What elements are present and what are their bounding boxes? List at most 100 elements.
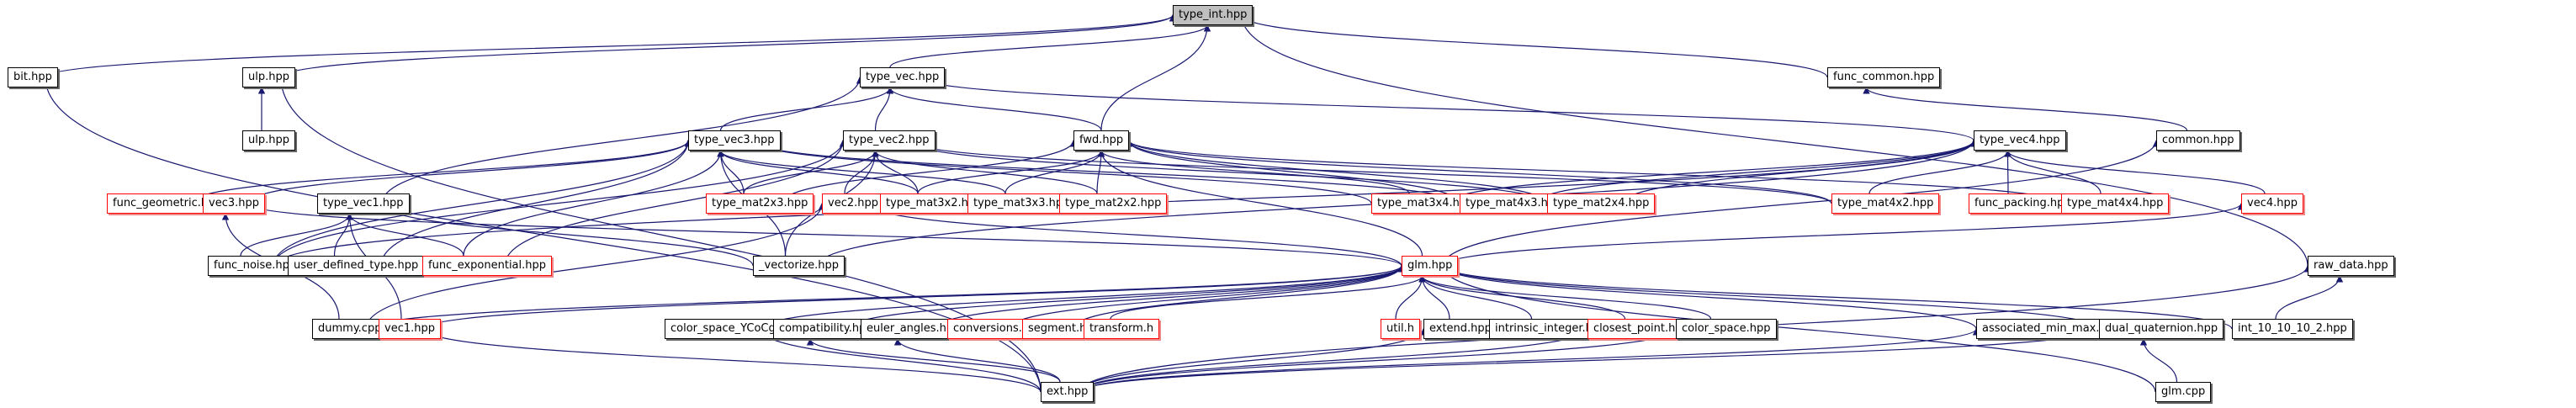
edge-segment-to-glm-hpp <box>1072 265 1406 330</box>
node-glm-hpp[interactable]: glm.hpp <box>1402 256 1459 276</box>
node-vec4[interactable]: vec4.hpp <box>2241 193 2303 214</box>
edge-func-geometric-to-type-vec3 <box>189 140 692 204</box>
node-user-defined-type[interactable]: user_defined_type.hpp <box>288 256 425 276</box>
node-common[interactable]: common.hpp <box>2156 130 2240 151</box>
edge-type-mat2x3-to-type-vec2 <box>743 150 879 194</box>
node-dual-quaternion[interactable]: dual_quaternion.hpp <box>2099 319 2224 339</box>
edge-func-common-to-type-int <box>1238 14 1828 78</box>
node-type-int[interactable]: type_int.hpp <box>1173 5 1254 25</box>
node-glm-cpp[interactable]: glm.cpp <box>2155 382 2212 402</box>
edge-int-10-10-10-2-to-raw-data <box>2275 275 2344 320</box>
edge-type-mat3x3-to-fwd <box>1004 150 1105 194</box>
node-vec1[interactable]: vec1.hpp <box>379 319 441 339</box>
edge-color-space-to-glm-hpp <box>1418 275 1712 320</box>
edge-type-vec4-to-type-vec <box>917 77 1974 141</box>
node-dummy[interactable]: dummy.cpp <box>312 319 388 339</box>
node-fwd[interactable]: fwd.hpp <box>1073 130 1130 151</box>
edge-glm-hpp-to-fwd <box>1097 150 1423 257</box>
node-bit[interactable]: bit.hpp <box>8 67 58 87</box>
edge-type-mat4x3-to-fwd <box>1125 140 1460 204</box>
node-type-mat3x4[interactable]: type_mat3x4.hpp <box>1371 193 1480 214</box>
edge-util-to-glm-hpp <box>1395 275 1426 320</box>
edge-vec4-to-type-vec4 <box>2004 150 2266 194</box>
node-segment[interactable]: segment.h <box>1022 319 1093 339</box>
edge-func-noise-to-type-vec3 <box>273 140 692 267</box>
edge-fwd-to-type-vec <box>886 87 1102 131</box>
edge-type-vec-to-type-int <box>889 24 1211 68</box>
node-type-mat4x4[interactable]: type_mat4x4.hpp <box>2061 193 2170 214</box>
edge-ext-to-ulp <box>277 77 1042 393</box>
node-ext[interactable]: ext.hpp <box>1041 382 1095 402</box>
edge-type-mat4x2-to-fwd <box>1125 140 1832 204</box>
edge-ext-to-extend <box>1079 328 1428 393</box>
edge-type-mat4x2-to-type-vec2 <box>904 140 1832 204</box>
node-int-10-10-10-2[interactable]: int_10_10_10_2.hpp <box>2232 319 2353 339</box>
node-type-mat4x2[interactable]: type_mat4x2.hpp <box>1831 193 1940 214</box>
node-func-common[interactable]: func_common.hpp <box>1827 67 1941 87</box>
edge-ext-to-dual-quaternion <box>1079 328 2102 393</box>
edge-type-mat4x3-to-type-vec4 <box>1534 140 1978 204</box>
edge-ext-to-color-space <box>1079 328 1680 393</box>
node-func-packing[interactable]: func_packing.hpp <box>1969 193 2077 214</box>
node-type-vec[interactable]: type_vec.hpp <box>860 67 946 87</box>
node-type-mat2x4[interactable]: type_mat2x4.hpp <box>1547 193 1656 214</box>
edge-fwd-to-type-int <box>1100 24 1211 131</box>
node-conversions[interactable]: conversions.h <box>947 319 1036 339</box>
node-ulp[interactable]: ulp.hpp <box>242 67 295 87</box>
edge-ulp-to-type-int <box>280 14 1176 78</box>
node-extend[interactable]: extend.hpp <box>1423 319 1497 339</box>
edge-type-mat3x4-to-fwd <box>1097 150 1410 194</box>
edge-ext-to-compatibility <box>806 338 1061 383</box>
edge-user-defined-type-to-type-vec3 <box>380 140 692 267</box>
edge-dummy-to-vec2 <box>365 203 826 330</box>
node-util[interactable]: util.h <box>1381 319 1420 339</box>
node-func-noise[interactable]: func_noise.hpp <box>208 256 303 276</box>
node-type-vec1[interactable]: type_vec1.hpp <box>317 193 410 214</box>
edge-type-vec3-to-type-vec <box>719 87 894 131</box>
edge-color-space-YCoCg-to-glm-hpp <box>760 265 1406 330</box>
edge-ext-to-euler-angles <box>893 338 1061 383</box>
edge-ext-to-vec1 <box>420 328 1042 393</box>
node-type-mat2x3[interactable]: type_mat2x3.hpp <box>706 193 814 214</box>
edge-func-exponential-to-type-vec3 <box>463 150 724 257</box>
edge-func-exponential-to-type-vec2 <box>504 140 847 267</box>
edge-type-mat2x2-to-type-vec2 <box>872 150 1098 194</box>
node-transform[interactable]: transform.h <box>1084 319 1160 339</box>
node-type-vec3[interactable]: type_vec3.hpp <box>688 130 781 151</box>
node-color-space-YCoCg[interactable]: color_space_YCoCg.hpp <box>665 319 806 339</box>
node-ulp2[interactable]: ulp.hpp <box>242 130 295 151</box>
node-color-space[interactable]: color_space.hpp <box>1676 319 1777 339</box>
edge-ext-to-associated-min-max <box>1079 328 1980 393</box>
edge-conversions-to-glm-hpp <box>1008 265 1406 330</box>
edge-euler-angles-to-glm-hpp <box>934 265 1406 330</box>
edge-type-mat3x4-to-type-vec3 <box>749 140 1372 204</box>
node-vec3[interactable]: vec3.hpp <box>203 193 265 214</box>
edge-type-mat4x4-to-type-vec4 <box>2004 150 2102 194</box>
edge-transform-to-glm-hpp <box>1110 275 1426 320</box>
node-type-mat2x2[interactable]: type_mat2x2.hpp <box>1059 193 1168 214</box>
edge-type-mat2x4-to-type-vec2 <box>904 140 1548 204</box>
edge-type-mat2x4-to-fwd <box>1125 140 1548 204</box>
edge-type-mat3x2-to-fwd <box>917 150 1105 194</box>
node-type-vec4[interactable]: type_vec4.hpp <box>1974 130 2066 151</box>
edge-associated-min-max-to-glm-hpp <box>1439 265 1977 330</box>
edge-vec1-to-glm-hpp <box>423 265 1405 330</box>
node-type-vec2[interactable]: type_vec2.hpp <box>843 130 936 151</box>
edge-bit-to-type-int <box>45 14 1176 78</box>
edge-func-noise-to-type-vec2 <box>273 140 847 267</box>
node-vectorize[interactable]: _vectorize.hpp <box>753 256 845 276</box>
edge-vec3-to-type-vec3 <box>247 140 692 204</box>
edge-func-exponential-to-type-vec1 <box>346 213 464 257</box>
node-vec2[interactable]: vec2.hpp <box>822 193 884 214</box>
edge-compatibility-to-glm-hpp <box>846 265 1406 330</box>
edge-type-vec2-to-type-vec <box>874 87 894 131</box>
edge-ext-to-closest-point <box>1079 328 1592 393</box>
edge-dual-quaternion-to-glm-hpp <box>1439 265 2100 330</box>
edge-ext-to-color-space-YCoCg <box>756 328 1042 393</box>
edge-type-mat3x3-to-type-vec3 <box>717 150 1006 194</box>
edge-common-to-func-common <box>1863 87 2188 131</box>
node-type-mat3x3[interactable]: type_mat3x3.hpp <box>967 193 1076 214</box>
node-func-exponential[interactable]: func_exponential.hpp <box>422 256 553 276</box>
edge-func-packing-to-type-vec4 <box>2004 150 2012 194</box>
node-raw-data[interactable]: raw_data.hpp <box>2308 256 2394 276</box>
